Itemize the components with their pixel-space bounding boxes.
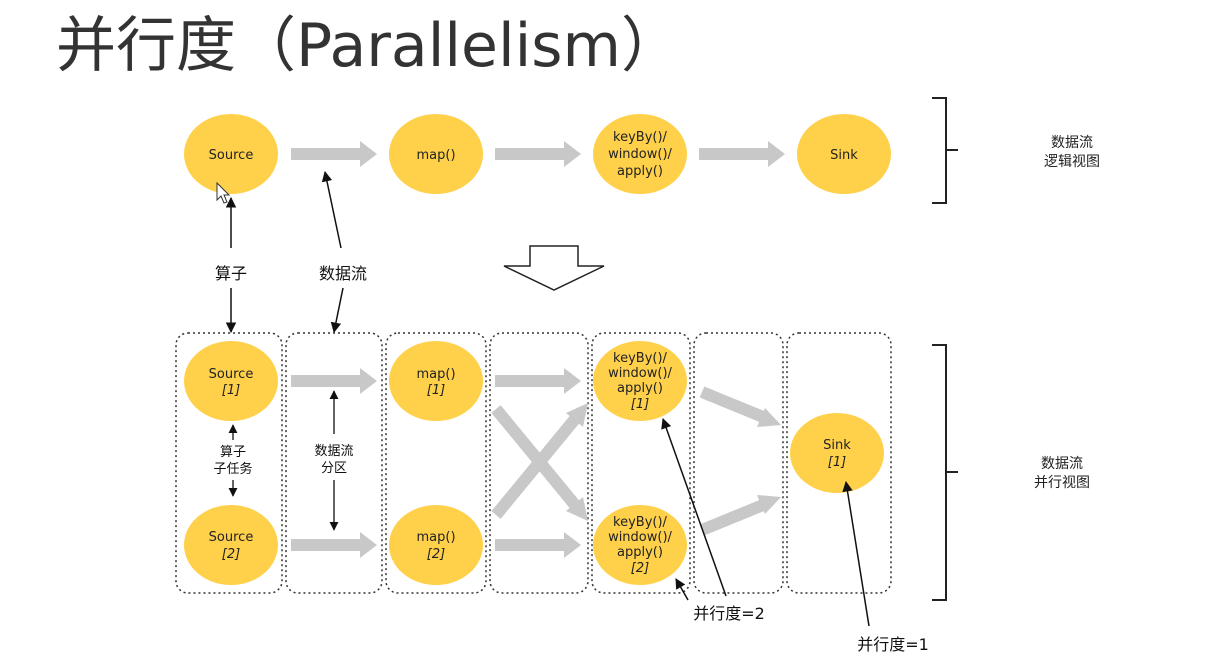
parallel-flow-arrow xyxy=(291,368,377,394)
node-label: apply() xyxy=(617,164,663,179)
node-label: keyBy()/ xyxy=(613,130,668,145)
node-label: Source xyxy=(209,148,254,163)
node-index: [1] xyxy=(222,383,240,398)
node-index: [2] xyxy=(631,561,649,576)
node-label: map() xyxy=(416,148,455,163)
node-label: Source xyxy=(209,367,254,382)
node-index: [1] xyxy=(427,383,445,398)
task-slot-box xyxy=(693,332,784,594)
node-label: Sink xyxy=(830,148,858,163)
stream-label: 数据流 xyxy=(319,264,367,283)
node-label: apply() xyxy=(617,381,663,396)
parallelism-2-annotation: 并行度=2 xyxy=(661,418,765,623)
shuffle-arrow xyxy=(491,405,588,521)
mouse-cursor-icon xyxy=(216,181,231,204)
parallelism-1-label: 并行度=1 xyxy=(857,635,929,654)
node-label: window()/ xyxy=(608,147,672,162)
parallel-node-sink-1: Sink [1] xyxy=(790,413,884,493)
parallel-side-label: 数据流 xyxy=(1041,456,1083,472)
subtask-annotation: 算子 子任务 xyxy=(213,424,253,497)
node-label: window()/ xyxy=(608,530,672,545)
node-index: [2] xyxy=(222,547,240,562)
node-label: apply() xyxy=(617,545,663,560)
task-slot-box xyxy=(285,332,383,594)
parallelism-1-annotation: 并行度=1 xyxy=(842,480,929,654)
parallel-node-map-1: map() [1] xyxy=(389,341,483,421)
parallelism-2-label: 并行度=2 xyxy=(693,604,765,623)
subtask-label: 算子 xyxy=(220,445,246,460)
logical-bracket xyxy=(932,97,958,204)
node-label: Sink xyxy=(823,438,851,453)
partition-annotation: 数据流 分区 xyxy=(314,390,354,531)
logical-flow-arrow xyxy=(495,141,581,167)
node-index: [1] xyxy=(631,397,649,412)
partition-label: 数据流 xyxy=(314,444,353,459)
logical-node-map: map() xyxy=(389,114,483,194)
logical-node-source: Source xyxy=(184,114,278,194)
logical-flow-arrow xyxy=(291,141,377,167)
task-slot-box xyxy=(489,332,589,594)
shuffle-arrow xyxy=(491,403,588,519)
page-title: 并行度（Parallelism） xyxy=(56,11,681,81)
logical-flow-arrow xyxy=(699,141,785,167)
parallel-flow-arrow xyxy=(291,532,377,558)
logical-node-keyby: keyBy()/ window()/ apply() xyxy=(593,114,687,194)
node-index: [1] xyxy=(828,455,846,470)
node-label: window()/ xyxy=(608,366,672,381)
logical-side-label: 逻辑视图 xyxy=(1044,154,1100,170)
parallel-node-keyby-1: keyBy()/ window()/ apply() [1] xyxy=(593,341,687,421)
logical-side-label: 数据流 xyxy=(1051,135,1093,151)
parallel-node-source-1: Source [1] xyxy=(184,341,278,421)
parallel-side-label: 并行视图 xyxy=(1034,475,1090,491)
to-sink-arrow xyxy=(699,495,781,536)
task-slot-box xyxy=(175,332,283,594)
parallel-flow-arrow xyxy=(495,532,581,558)
stream-annotation: 数据流 xyxy=(319,170,367,334)
parallel-node-keyby-2: keyBy()/ window()/ apply() [2] xyxy=(593,505,687,585)
task-slot-box xyxy=(591,332,691,594)
node-label: map() xyxy=(416,367,455,382)
parallel-node-source-2: Source [2] xyxy=(184,505,278,585)
node-label: map() xyxy=(416,530,455,545)
operator-label: 算子 xyxy=(215,264,247,283)
partition-label: 分区 xyxy=(321,461,347,476)
parallel-view: Source [1] Source [2] map() [1] map() [2… xyxy=(175,332,1090,654)
transform-down-arrow xyxy=(503,245,605,291)
node-label: Source xyxy=(209,530,254,545)
parallel-node-map-2: map() [2] xyxy=(389,505,483,585)
parallel-bracket xyxy=(932,344,958,601)
logical-node-sink: Sink xyxy=(797,114,891,194)
node-index: [2] xyxy=(427,547,445,562)
to-sink-arrow xyxy=(699,386,781,427)
subtask-label: 子任务 xyxy=(213,461,252,477)
node-label: keyBy()/ xyxy=(613,515,668,530)
logical-view: Source map() keyBy()/ window()/ apply() … xyxy=(184,97,1100,204)
parallel-flow-arrow xyxy=(495,368,581,394)
task-slot-box xyxy=(786,332,892,594)
node-label: keyBy()/ xyxy=(613,351,668,366)
operator-annotation: 算子 xyxy=(215,196,247,334)
